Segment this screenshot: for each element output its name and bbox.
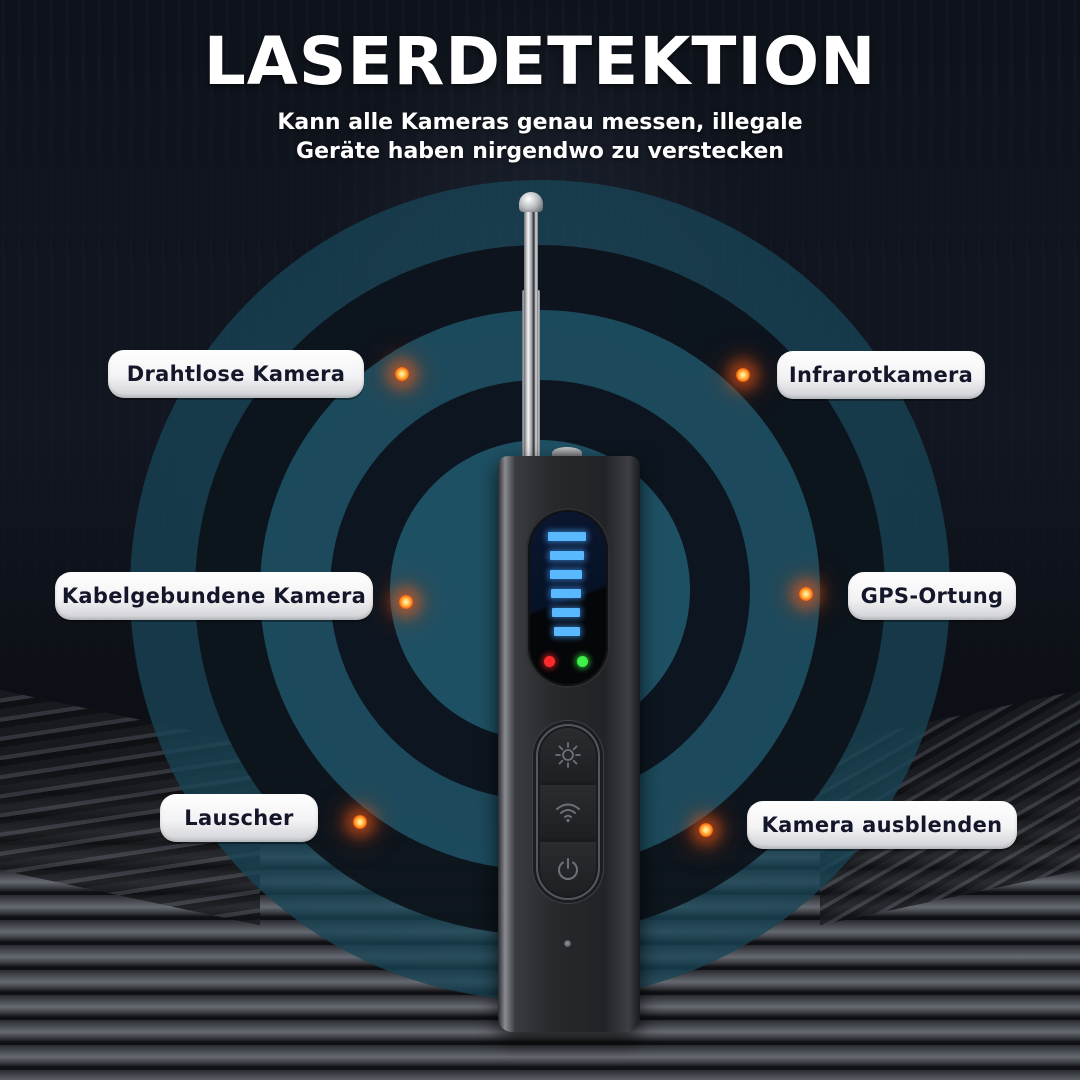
label-kamera-ausblenden: Kamera ausblenden [747, 801, 1017, 849]
rf-scan-button[interactable] [540, 785, 596, 839]
antenna-tip [519, 192, 543, 212]
label-text: GPS-Ortung [860, 584, 1004, 608]
signal-bar [550, 570, 582, 579]
label-text: Lauscher [184, 806, 294, 830]
glow-dot-icon [736, 368, 750, 382]
subtitle-line-1: Kann alle Kameras genau messen, illegale [277, 110, 803, 135]
page-subtitle: Kann alle Kameras genau messen, illegale… [0, 108, 1080, 166]
signal-bar [548, 532, 586, 541]
microphone-hole [564, 940, 571, 947]
label-text: Drahtlose Kamera [126, 362, 346, 386]
glow-dot-icon [799, 587, 813, 601]
green-indicator-led [577, 656, 588, 667]
label-lauscher: Lauscher [160, 794, 318, 842]
subtitle-line-2: Geräte haben nirgendwo zu verstecken [296, 139, 784, 164]
detector-device [498, 456, 640, 1032]
label-text: Kamera ausblenden [761, 813, 1003, 837]
glow-dot-icon [395, 367, 409, 381]
glow-dot-icon [699, 823, 713, 837]
signal-bar [554, 627, 580, 636]
label-text: Infrarotkamera [788, 363, 974, 387]
label-kabelgebundene-kamera: Kabelgebundene Kamera [55, 572, 373, 620]
label-infrarotkamera: Infrarotkamera [777, 351, 985, 399]
label-drahtlose-kamera: Drahtlose Kamera [108, 350, 364, 398]
power-icon [558, 858, 578, 880]
label-gps-ortung: GPS-Ortung [848, 572, 1016, 620]
red-indicator-led [544, 656, 555, 667]
signal-display [528, 510, 608, 686]
label-text: Kabelgebundene Kamera [61, 584, 367, 608]
antenna [524, 200, 538, 460]
laser-button[interactable] [540, 728, 596, 782]
wifi-signal-icon [556, 803, 580, 823]
laser-light-icon [555, 742, 581, 768]
page-title: LASERDETEKTION [203, 23, 877, 100]
glow-dot-icon [353, 815, 367, 829]
signal-bar [551, 589, 581, 598]
glow-dot-icon [399, 595, 413, 609]
power-button[interactable] [540, 842, 596, 896]
signal-bar [550, 551, 584, 560]
signal-bar [552, 608, 580, 617]
button-cluster [536, 724, 600, 900]
